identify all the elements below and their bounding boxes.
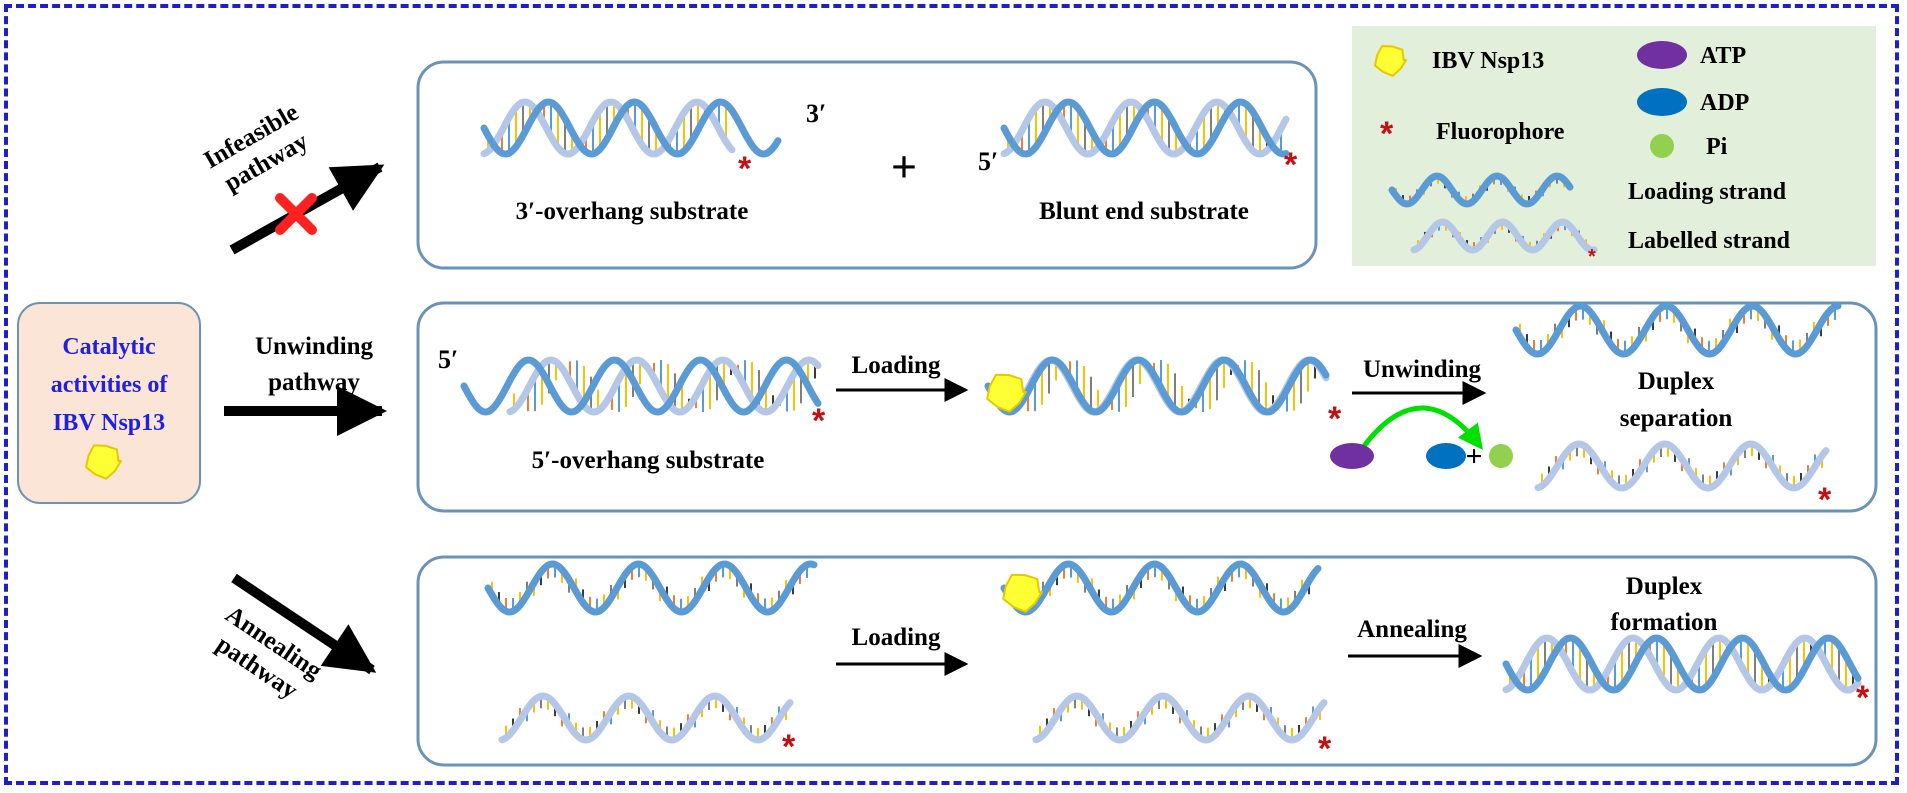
five-prime-label-mid: 5′: [438, 345, 458, 374]
fluorophore-star: *: [1818, 481, 1832, 519]
loading-strand-backbone: [484, 560, 818, 616]
dsdna-3-overhang: [480, 98, 782, 158]
blunt-label: Blunt end substrate: [1039, 198, 1249, 225]
adp-icon: [1426, 443, 1466, 469]
labelled-strand-backbone: [1502, 634, 1862, 694]
nsp13-blob-icon: [85, 444, 122, 480]
annealing-label: Annealing pathway: [211, 601, 327, 705]
nsp13-blob-shape: [1002, 573, 1043, 613]
catalytic-line2: activities of: [51, 372, 169, 398]
labelled-strand-backbone: [1410, 218, 1598, 254]
annealing-arrow: [231, 573, 377, 675]
catalytic-box: [17, 302, 201, 504]
atp-icon: [1637, 41, 1687, 69]
labelled-strand-backbone: [480, 98, 736, 158]
formation-line2: formation: [1611, 609, 1718, 636]
plus-sign-mid: +: [1465, 440, 1482, 473]
annealed-duplex: [1502, 634, 1862, 694]
labelled-strand-backbone: [506, 356, 822, 416]
panel-infeasible: [416, 60, 1318, 270]
cross-icon: [275, 193, 317, 235]
fluorophore-star: *: [738, 150, 752, 188]
nsp13-blob-shape: [85, 444, 122, 480]
catalytic-line1: Catalytic: [62, 334, 156, 360]
legend-nsp13: IBV Nsp13: [1432, 48, 1544, 74]
free-labelled-strand: [498, 692, 794, 744]
plus-sign-top: +: [891, 141, 917, 192]
adp-icon: [1637, 88, 1687, 116]
loading-label-bottom: Loading: [852, 624, 941, 651]
loading-strand-backbone: [1512, 302, 1842, 358]
legend-pi: Pi: [1706, 134, 1728, 160]
dsdna-5-overhang: [460, 356, 822, 416]
loading-strand-backbone: [1000, 98, 1290, 158]
separation-line2: separation: [1620, 405, 1733, 432]
three-prime-label: 3′: [806, 99, 826, 128]
nsp13-blob-shape: [986, 373, 1027, 413]
nsp13-blob-shape: [1374, 45, 1407, 77]
overhang-3-label: 3′-overhang substrate: [516, 198, 749, 225]
loading-strand-backbone: [1388, 172, 1574, 208]
loading-strand-backbone: [480, 98, 782, 158]
legend-labelled: Labelled strand: [1628, 228, 1791, 254]
loading-strand-backbone: [1502, 634, 1862, 694]
labelled-strand-backbone: [1032, 692, 1328, 744]
fluorophore-star: *: [1318, 730, 1332, 768]
loading-strand-backbone: [460, 356, 822, 416]
legend-fluorophore: Fluorophore: [1436, 119, 1565, 145]
legend-labelled-strand: [1410, 218, 1598, 254]
annealing-label-bottom: Annealing: [1357, 616, 1467, 643]
free-loading-strand: [484, 560, 818, 616]
atp-icon: [1330, 443, 1374, 469]
legend-adp: ADP: [1700, 90, 1749, 116]
legend-loading-strand: [1388, 172, 1574, 208]
loaded-labelled-strand: [1032, 692, 1328, 744]
separated-labelled-strand: [1534, 440, 1830, 492]
five-prime-label-top: 5′: [978, 147, 998, 176]
labelled-strand-backbone: [498, 692, 794, 744]
atp-hydrolysis-arrow: [1362, 405, 1484, 450]
formation-line1: Duplex: [1626, 573, 1703, 600]
dsdna-loaded: [984, 356, 1330, 416]
unwinding-line2: pathway: [268, 369, 360, 396]
loading-strand-backbone: [984, 356, 1330, 416]
overhang-5-label: 5′-overhang substrate: [532, 447, 765, 474]
legend-labelled-star: *: [1588, 246, 1596, 268]
fluorophore-star: *: [1284, 146, 1298, 184]
fluorophore-star: *: [1856, 679, 1870, 717]
legend-nsp13-icon: [1374, 45, 1407, 77]
loading-label-mid: Loading: [852, 352, 941, 379]
fluorophore-star: *: [782, 728, 796, 766]
legend-fluorophore-star: *: [1380, 115, 1394, 153]
legend-loading: Loading strand: [1628, 179, 1787, 205]
figure-frame: [4, 4, 1899, 785]
infeasible-label: Infeasible pathway: [199, 99, 313, 197]
pi-icon: [1650, 134, 1674, 158]
fluorophore-star: *: [812, 402, 826, 440]
nsp13-bound-icon: [1002, 573, 1043, 613]
separated-loading-strand: [1512, 302, 1842, 358]
fluorophore-star: *: [1328, 400, 1342, 438]
unwinding-label-mid: Unwinding: [1363, 356, 1482, 383]
legend-atp: ATP: [1700, 43, 1746, 69]
labelled-strand-backbone: [1000, 98, 1290, 158]
labelled-strand-backbone: [1534, 440, 1830, 492]
dsdna-blunt: [1000, 98, 1290, 158]
separation-line1: Duplex: [1638, 368, 1715, 395]
nsp13-bound-icon: [986, 373, 1027, 413]
loading-strand-backbone: [1000, 560, 1322, 616]
catalytic-line3: IBV Nsp13: [53, 410, 165, 436]
pi-icon: [1489, 444, 1513, 468]
unwinding-line1: Unwinding: [255, 333, 374, 360]
